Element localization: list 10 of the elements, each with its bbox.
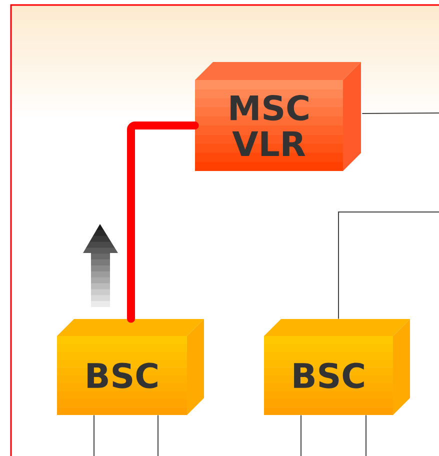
controller-box: BSC: [57, 319, 204, 415]
node-label: MSC VLR: [230, 95, 308, 156]
connector-line: [338, 212, 439, 320]
controller-box: BSC: [264, 319, 410, 415]
connector-line: [127, 122, 199, 323]
node-label: BSC: [294, 362, 364, 388]
server-box: MSC VLR: [195, 62, 361, 171]
connector-line: [300, 414, 302, 456]
connector-line: [362, 112, 439, 114]
node-label: BSC: [88, 362, 158, 388]
